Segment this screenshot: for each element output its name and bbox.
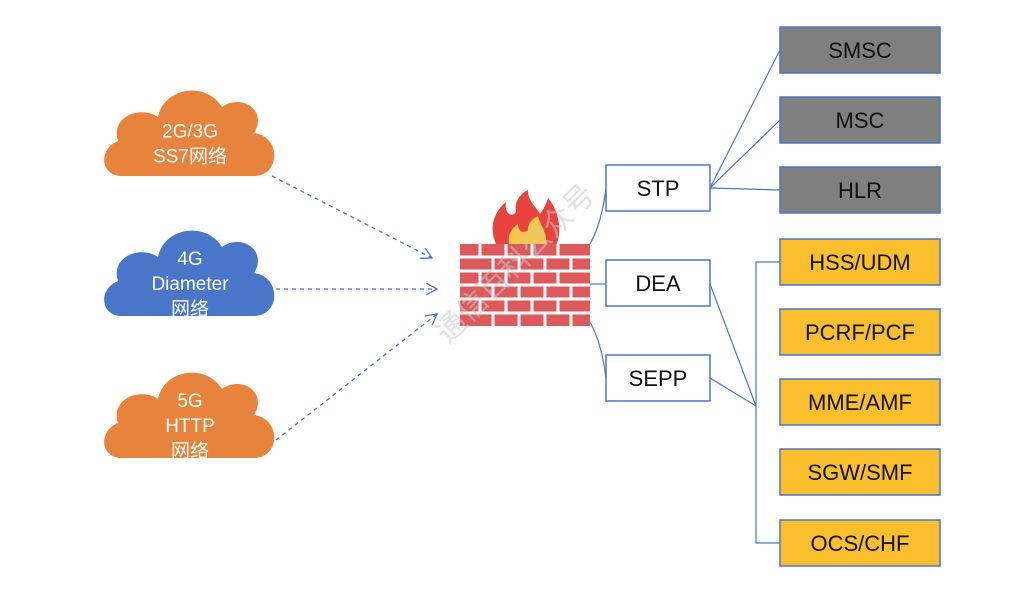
cloud-label: SS7网络 [153, 146, 227, 168]
arrow-5g-to-firewall [275, 314, 437, 441]
legacy-nodes: SMSC MSC HLR [779, 26, 941, 214]
cloud-2g3g: 2G/3G SS7网络 [104, 90, 275, 176]
link-sepp-bracket [709, 377, 757, 407]
node-label: DEA [635, 271, 681, 296]
cloud-4g: 4G Diameter 网络 [104, 230, 275, 320]
node-box [779, 308, 941, 356]
cloud-label: Diameter [151, 274, 229, 295]
core-node-pcrf-pcf: PCRF/PCF [779, 308, 941, 356]
core-nodes-bracket [755, 261, 780, 544]
node-box [779, 26, 941, 74]
core-node-hss-udm: HSS/UDM [779, 238, 941, 286]
legacy-node-hlr: HLR [779, 166, 941, 214]
node-box [605, 354, 711, 402]
gateway-stp: STP [605, 164, 711, 212]
node-box [779, 238, 941, 286]
node-box [779, 96, 941, 144]
node-label: MSC [836, 108, 885, 133]
legacy-node-smsc: SMSC [779, 26, 941, 74]
link-stp-hlr [709, 187, 781, 191]
node-box [779, 166, 941, 214]
cloud-shape [104, 230, 275, 316]
cloud-label: 5G [177, 391, 202, 412]
link-dea-bracket [709, 283, 757, 407]
cloud-label: 4G [177, 249, 202, 270]
link-stp-msc [709, 119, 781, 189]
node-label: MME/AMF [808, 390, 912, 415]
cloud-shape [104, 90, 275, 176]
gateway-sepp: SEPP [605, 354, 711, 402]
legacy-node-msc: MSC [779, 96, 941, 144]
core-node-ocs-chf: OCS/CHF [779, 519, 941, 567]
link-stp-smsc [709, 49, 781, 189]
cloud-label: 网络 [171, 298, 209, 320]
connector-lines [589, 49, 781, 544]
node-label: HSS/UDM [809, 250, 910, 275]
node-label: STP [637, 176, 680, 201]
cloud-label: 网络 [171, 440, 209, 462]
source-networks: 2G/3G SS7网络 4G Diameter 网络 5G HTTP 网络 [104, 90, 275, 462]
node-box [605, 259, 711, 307]
core-node-sgw-smf: SGW/SMF [779, 448, 941, 496]
node-box [779, 378, 941, 426]
node-label: SEPP [629, 366, 688, 391]
node-box [779, 519, 941, 567]
gateways: STP DEA SEPP [605, 164, 711, 402]
node-label: SGW/SMF [807, 460, 912, 485]
gateway-dea: DEA [605, 259, 711, 307]
firewall-icon [460, 190, 590, 326]
cloud-label: HTTP [165, 416, 215, 437]
node-label: HLR [838, 178, 882, 203]
node-box [779, 448, 941, 496]
cloud-label: 2G/3G [162, 122, 218, 143]
core-nodes: HSS/UDM PCRF/PCF MME/AMF SGW/SMF OCS/CHF [779, 238, 941, 567]
arrow-2g3g-to-firewall [271, 175, 432, 258]
ingress-arrows [271, 175, 437, 441]
cloud-shape [104, 372, 275, 458]
node-label: SMSC [828, 38, 892, 63]
node-box [605, 164, 711, 212]
node-label: OCS/CHF [811, 531, 910, 556]
node-label: PCRF/PCF [805, 320, 915, 345]
cloud-5g: 5G HTTP 网络 [104, 372, 275, 462]
link-firewall-sepp [589, 321, 607, 379]
core-node-mme-amf: MME/AMF [779, 378, 941, 426]
